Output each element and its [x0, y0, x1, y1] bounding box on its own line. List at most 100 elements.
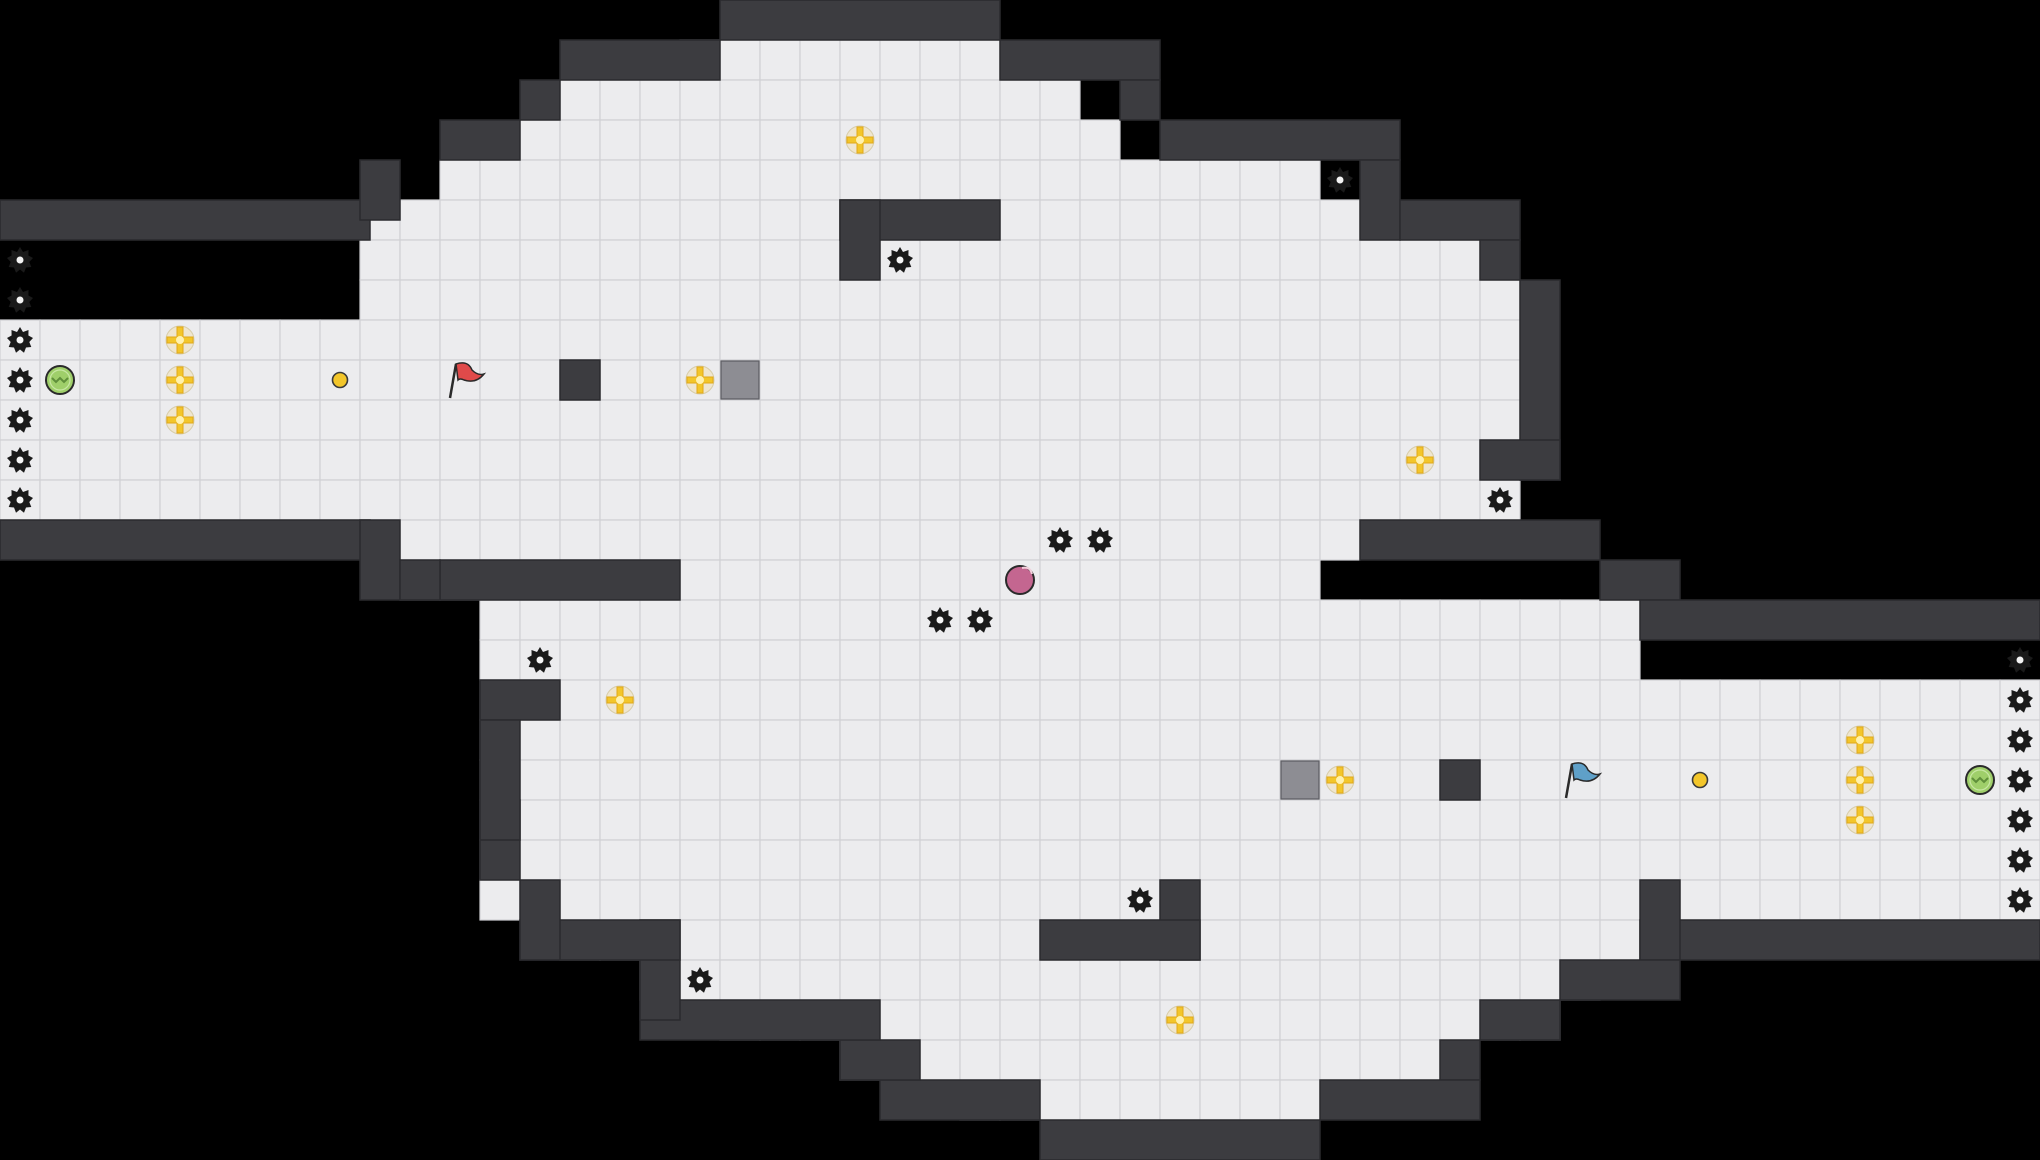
floor-tile — [1239, 839, 1281, 881]
wall-segment — [1359, 159, 1401, 241]
floor-tile — [1279, 639, 1321, 681]
wall-segment — [1399, 199, 1521, 241]
floor-tile — [1279, 559, 1321, 601]
floor-tile — [1079, 1039, 1121, 1081]
floor-tile — [1799, 799, 1841, 841]
floor-tile — [639, 199, 681, 241]
floor-tile — [1479, 599, 1521, 641]
floor-tile — [1559, 799, 1601, 841]
floor-tile — [1279, 679, 1321, 721]
floor-tile — [1879, 799, 1921, 841]
floor-tile — [1319, 519, 1361, 561]
floor-tile — [1279, 239, 1321, 281]
floor-tile — [559, 799, 601, 841]
floor-tile — [39, 319, 81, 361]
floor-tile — [1439, 399, 1481, 441]
floor-tile — [879, 599, 921, 641]
floor-tiles — [0, 39, 2040, 1121]
floor-tile — [1599, 879, 1641, 921]
floor-tile — [999, 679, 1041, 721]
floor-tile — [1439, 599, 1481, 641]
floor-tile — [1039, 479, 1081, 521]
spike-icon — [7, 247, 33, 273]
floor-tile — [1279, 159, 1321, 201]
wall-segment — [1359, 519, 1601, 561]
floor-tile — [719, 759, 761, 801]
floor-tile — [159, 439, 201, 481]
floor-tile — [1119, 399, 1161, 441]
portal-icon — [45, 365, 75, 395]
floor-tile — [1239, 159, 1281, 201]
floor-tile — [439, 239, 481, 281]
floor-tile — [1199, 999, 1241, 1041]
floor-tile — [719, 519, 761, 561]
powerup-icon — [685, 365, 715, 395]
floor-tile — [839, 719, 881, 761]
floor-tile — [759, 479, 801, 521]
floor-tile — [1239, 919, 1281, 961]
floor-tile — [1239, 879, 1281, 921]
floor-tile — [1479, 399, 1521, 441]
floor-tile — [1279, 199, 1321, 241]
floor-tile — [999, 79, 1041, 121]
wall-segment — [1559, 959, 1681, 1001]
floor-tile — [879, 119, 921, 161]
floor-tile — [1239, 439, 1281, 481]
floor-tile — [1119, 599, 1161, 641]
floor-tile — [759, 959, 801, 1001]
floor-tile — [1439, 239, 1481, 281]
floor-tile — [1159, 1039, 1201, 1081]
floor-tile — [199, 319, 241, 361]
coin-icon — [331, 371, 349, 389]
floor-tile — [1959, 719, 2001, 761]
floor-tile — [1839, 879, 1881, 921]
floor-tile — [1479, 359, 1521, 401]
floor-tile — [1879, 679, 1921, 721]
floor-tile — [1039, 159, 1081, 201]
floor-tile — [1079, 1079, 1121, 1121]
floor-tile — [519, 359, 561, 401]
floor-tile — [1439, 839, 1481, 881]
floor-tile — [119, 479, 161, 521]
floor-tile — [1079, 239, 1121, 281]
floor-tile — [1839, 839, 1881, 881]
floor-tile — [559, 119, 601, 161]
floor-tile — [719, 439, 761, 481]
floor-tile — [1239, 719, 1281, 761]
floor-tile — [1279, 439, 1321, 481]
floor-tile — [479, 199, 521, 241]
floor-tile — [1199, 399, 1241, 441]
floor-tile — [719, 199, 761, 241]
floor-tile — [799, 439, 841, 481]
floor-tile — [1359, 279, 1401, 321]
floor-tile — [599, 599, 641, 641]
floor-tile — [1319, 439, 1361, 481]
floor-tile — [1319, 279, 1361, 321]
floor-tile — [1679, 879, 1721, 921]
floor-tile — [1319, 359, 1361, 401]
floor-tile — [959, 839, 1001, 881]
floor-tile — [999, 319, 1041, 361]
floor-tile — [1399, 399, 1441, 441]
floor-tile — [1399, 1039, 1441, 1081]
floor-tile — [839, 399, 881, 441]
floor-tile — [759, 159, 801, 201]
floor-tile — [159, 479, 201, 521]
floor-tile — [519, 239, 561, 281]
floor-tile — [1079, 439, 1121, 481]
floor-tile — [959, 519, 1001, 561]
floor-tile — [359, 239, 401, 281]
floor-tile — [799, 959, 841, 1001]
floor-tile — [399, 479, 441, 521]
wall-segment — [519, 879, 561, 961]
floor-tile — [1079, 359, 1121, 401]
floor-tile — [399, 519, 441, 561]
floor-tile — [1039, 399, 1081, 441]
portal-icon — [1965, 765, 1995, 795]
floor-tile — [1719, 799, 1761, 841]
wall-segment — [1319, 1079, 1481, 1121]
floor-tile — [1279, 839, 1321, 881]
floor-tile — [999, 1039, 1041, 1081]
